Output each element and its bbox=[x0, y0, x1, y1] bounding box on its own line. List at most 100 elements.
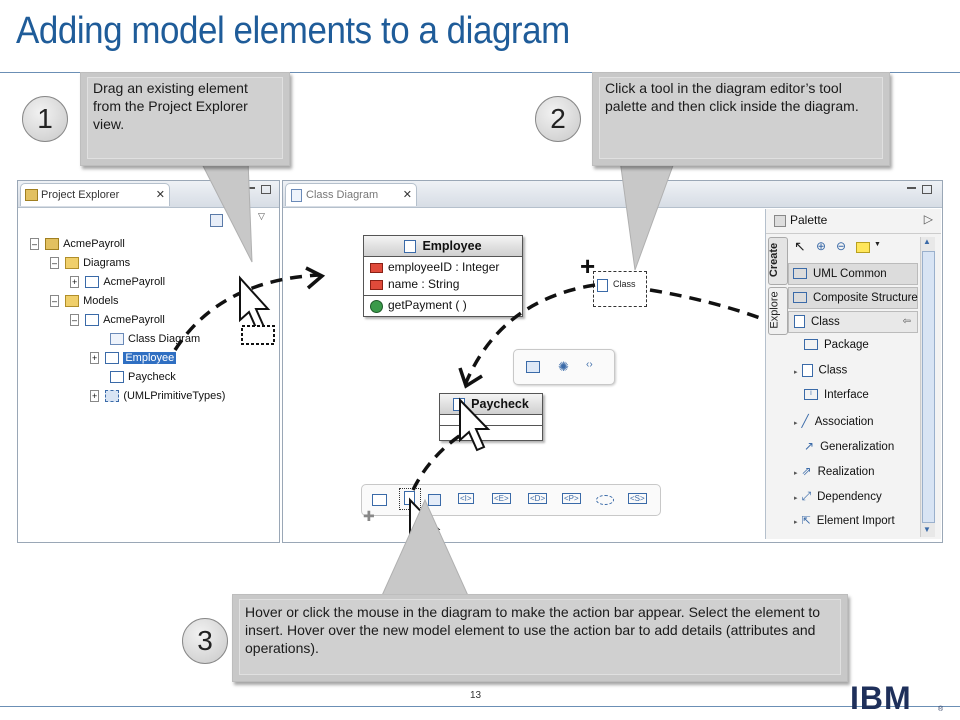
tree-item-acmepayroll-project[interactable]: – AcmePayroll bbox=[30, 238, 125, 251]
chevron-down-icon[interactable]: ▼ bbox=[874, 241, 881, 248]
class-action-bar: ✺ ‹› bbox=[513, 349, 615, 385]
minimize-icon[interactable] bbox=[246, 187, 255, 189]
tree-item-employee[interactable]: + Employee bbox=[90, 352, 177, 365]
step-3-badge: 3 bbox=[182, 618, 228, 664]
drawer-uml-common[interactable]: UML Common bbox=[788, 263, 918, 285]
project-explorer-icon bbox=[25, 189, 38, 201]
drawer-class[interactable]: Class ⇦ bbox=[788, 311, 918, 333]
new-class-placeholder: Class bbox=[593, 271, 647, 307]
tree-item-diagrams-acmepayroll[interactable]: + AcmePayroll bbox=[70, 276, 166, 289]
operation-row[interactable]: getPayment ( ) bbox=[364, 297, 522, 314]
maximize-icon[interactable] bbox=[261, 185, 271, 194]
interface-icon[interactable]: <I> bbox=[458, 493, 474, 504]
pin-icon[interactable]: ⇦ bbox=[902, 316, 911, 327]
tab-explore[interactable]: Explore bbox=[768, 287, 788, 335]
callout-2-text: Click a tool in the diagram editor’s too… bbox=[605, 80, 859, 114]
palette-item-realization[interactable]: ▸⇗Realization bbox=[794, 464, 875, 478]
tree-label-selected: Employee bbox=[123, 352, 177, 364]
tree-label: Diagrams bbox=[83, 257, 131, 269]
step-2-badge: 2 bbox=[535, 96, 581, 142]
new-class-label: Class bbox=[613, 279, 636, 289]
class-icon bbox=[105, 352, 120, 365]
palette-item-generalization[interactable]: ↗Generalization bbox=[804, 439, 894, 453]
callout-step-3: Hover or click the mouse in the diagram … bbox=[232, 594, 848, 682]
minimize-icon[interactable] bbox=[907, 187, 916, 189]
tree-label: Models bbox=[83, 295, 119, 307]
add-attribute-icon[interactable] bbox=[526, 361, 540, 373]
drawer-label: Class bbox=[811, 316, 840, 328]
callout-1-text: Drag an existing element from the Projec… bbox=[93, 80, 248, 132]
class-icon bbox=[597, 279, 608, 292]
tree-item-diagrams[interactable]: – Diagrams bbox=[50, 257, 131, 270]
folder-icon bbox=[65, 295, 80, 308]
primitive-type-icon[interactable]: <P> bbox=[562, 493, 581, 504]
diagram-icon bbox=[291, 189, 302, 202]
tree-item-models-acmepayroll[interactable]: – AcmePayroll bbox=[70, 314, 165, 327]
maximize-icon[interactable] bbox=[922, 185, 932, 194]
palette-scrollbar[interactable]: ▲ ▼ bbox=[920, 237, 935, 537]
employee-class-header[interactable]: Employee bbox=[364, 236, 522, 257]
callout-step-2: Click a tool in the diagram editor’s too… bbox=[592, 72, 890, 166]
close-icon[interactable]: ✕ bbox=[402, 189, 412, 201]
drawer-label: Composite Structure bbox=[813, 292, 918, 304]
palette-icon bbox=[774, 215, 786, 227]
drawer-icon bbox=[793, 292, 807, 304]
tab-explore-label: Explore bbox=[768, 291, 781, 329]
zoom-out-icon[interactable]: ⊖ bbox=[836, 239, 847, 253]
palette-item-dependency[interactable]: ▸⤢Dependency bbox=[794, 489, 882, 503]
scroll-up-icon[interactable]: ▲ bbox=[923, 237, 931, 246]
enumeration-icon[interactable]: <E> bbox=[492, 493, 511, 504]
view-menu-icon[interactable]: ▽ bbox=[258, 211, 265, 221]
add-template-parameter-icon[interactable]: ‹› bbox=[586, 359, 593, 370]
paycheck-class-shape[interactable]: Paycheck bbox=[439, 393, 543, 441]
scroll-down-icon[interactable]: ▼ bbox=[923, 525, 931, 534]
operation-label: getPayment ( ) bbox=[388, 298, 467, 312]
drag-add-icon: ✚ bbox=[363, 508, 375, 524]
palette-item-package[interactable]: Package bbox=[804, 339, 869, 351]
zoom-in-icon[interactable]: ⊕ bbox=[816, 239, 827, 253]
tree-item-uml-primitive-types[interactable]: + (UMLPrimitiveTypes) bbox=[90, 390, 226, 403]
palette-collapse-icon[interactable]: ▷ bbox=[923, 212, 933, 226]
tree-item-class-diagram[interactable]: Class Diagram bbox=[110, 333, 200, 346]
tab-class-diagram[interactable]: Class Diagram ✕ bbox=[285, 183, 417, 206]
palette-side-tabs: Create Explore bbox=[768, 237, 788, 337]
package-icon[interactable] bbox=[372, 494, 387, 506]
tree-label: Paycheck bbox=[128, 371, 176, 383]
tree-item-paycheck[interactable]: Paycheck bbox=[110, 371, 176, 384]
palette-item-class[interactable]: ▸Class bbox=[794, 364, 848, 377]
attribute-row[interactable]: employeeID : Integer bbox=[364, 259, 522, 276]
close-icon[interactable]: ✕ bbox=[155, 189, 165, 201]
signal-icon[interactable]: <S> bbox=[628, 493, 647, 504]
tree-label: AcmePayroll bbox=[103, 314, 165, 326]
collapse-all-icon[interactable] bbox=[210, 214, 223, 227]
tab-project-explorer[interactable]: Project Explorer ✕ bbox=[20, 183, 170, 206]
add-operation-icon[interactable]: ✺ bbox=[558, 359, 569, 374]
collaboration-icon[interactable] bbox=[596, 495, 614, 505]
palette-item-element-import[interactable]: ▸⇱Element Import bbox=[794, 515, 895, 527]
drawer-composite-structure[interactable]: Composite Structure bbox=[788, 287, 918, 309]
select-arrow-icon[interactable]: ↖ bbox=[794, 238, 806, 254]
package-icon bbox=[85, 276, 100, 289]
palette-item-label: Element Import bbox=[816, 515, 895, 527]
interface-icon: I bbox=[804, 389, 818, 401]
project-explorer-view: Project Explorer ✕ ▽ – AcmePayroll – Dia… bbox=[17, 180, 280, 543]
palette-toolbar: ↖ ⊕ ⊖ ▼ bbox=[790, 237, 920, 257]
component-icon[interactable] bbox=[428, 494, 441, 506]
palette-item-association[interactable]: ▸╱Association bbox=[794, 414, 874, 428]
paycheck-class-header[interactable]: Paycheck bbox=[440, 394, 542, 415]
tab-create[interactable]: Create bbox=[768, 237, 788, 285]
class-diagram-editor: Class Diagram ✕ Employee employeeID : In… bbox=[282, 180, 943, 543]
employee-class-shape[interactable]: Employee employeeID : Integer name : Str… bbox=[363, 235, 523, 317]
tree-label: AcmePayroll bbox=[63, 238, 125, 250]
dependency-icon: ⤢ bbox=[801, 489, 812, 503]
attribute-row[interactable]: name : String bbox=[364, 276, 522, 293]
datatype-icon[interactable]: <D> bbox=[528, 493, 548, 504]
note-icon[interactable] bbox=[856, 242, 870, 253]
diagram-action-bar: <I> <E> <D> <P> <S> bbox=[361, 484, 661, 516]
tree-item-models[interactable]: – Models bbox=[50, 295, 119, 308]
attribute-icon bbox=[370, 263, 383, 273]
scroll-thumb[interactable] bbox=[922, 251, 935, 523]
association-icon: ╱ bbox=[801, 414, 809, 428]
callout-step-1: Drag an existing element from the Projec… bbox=[80, 72, 290, 166]
